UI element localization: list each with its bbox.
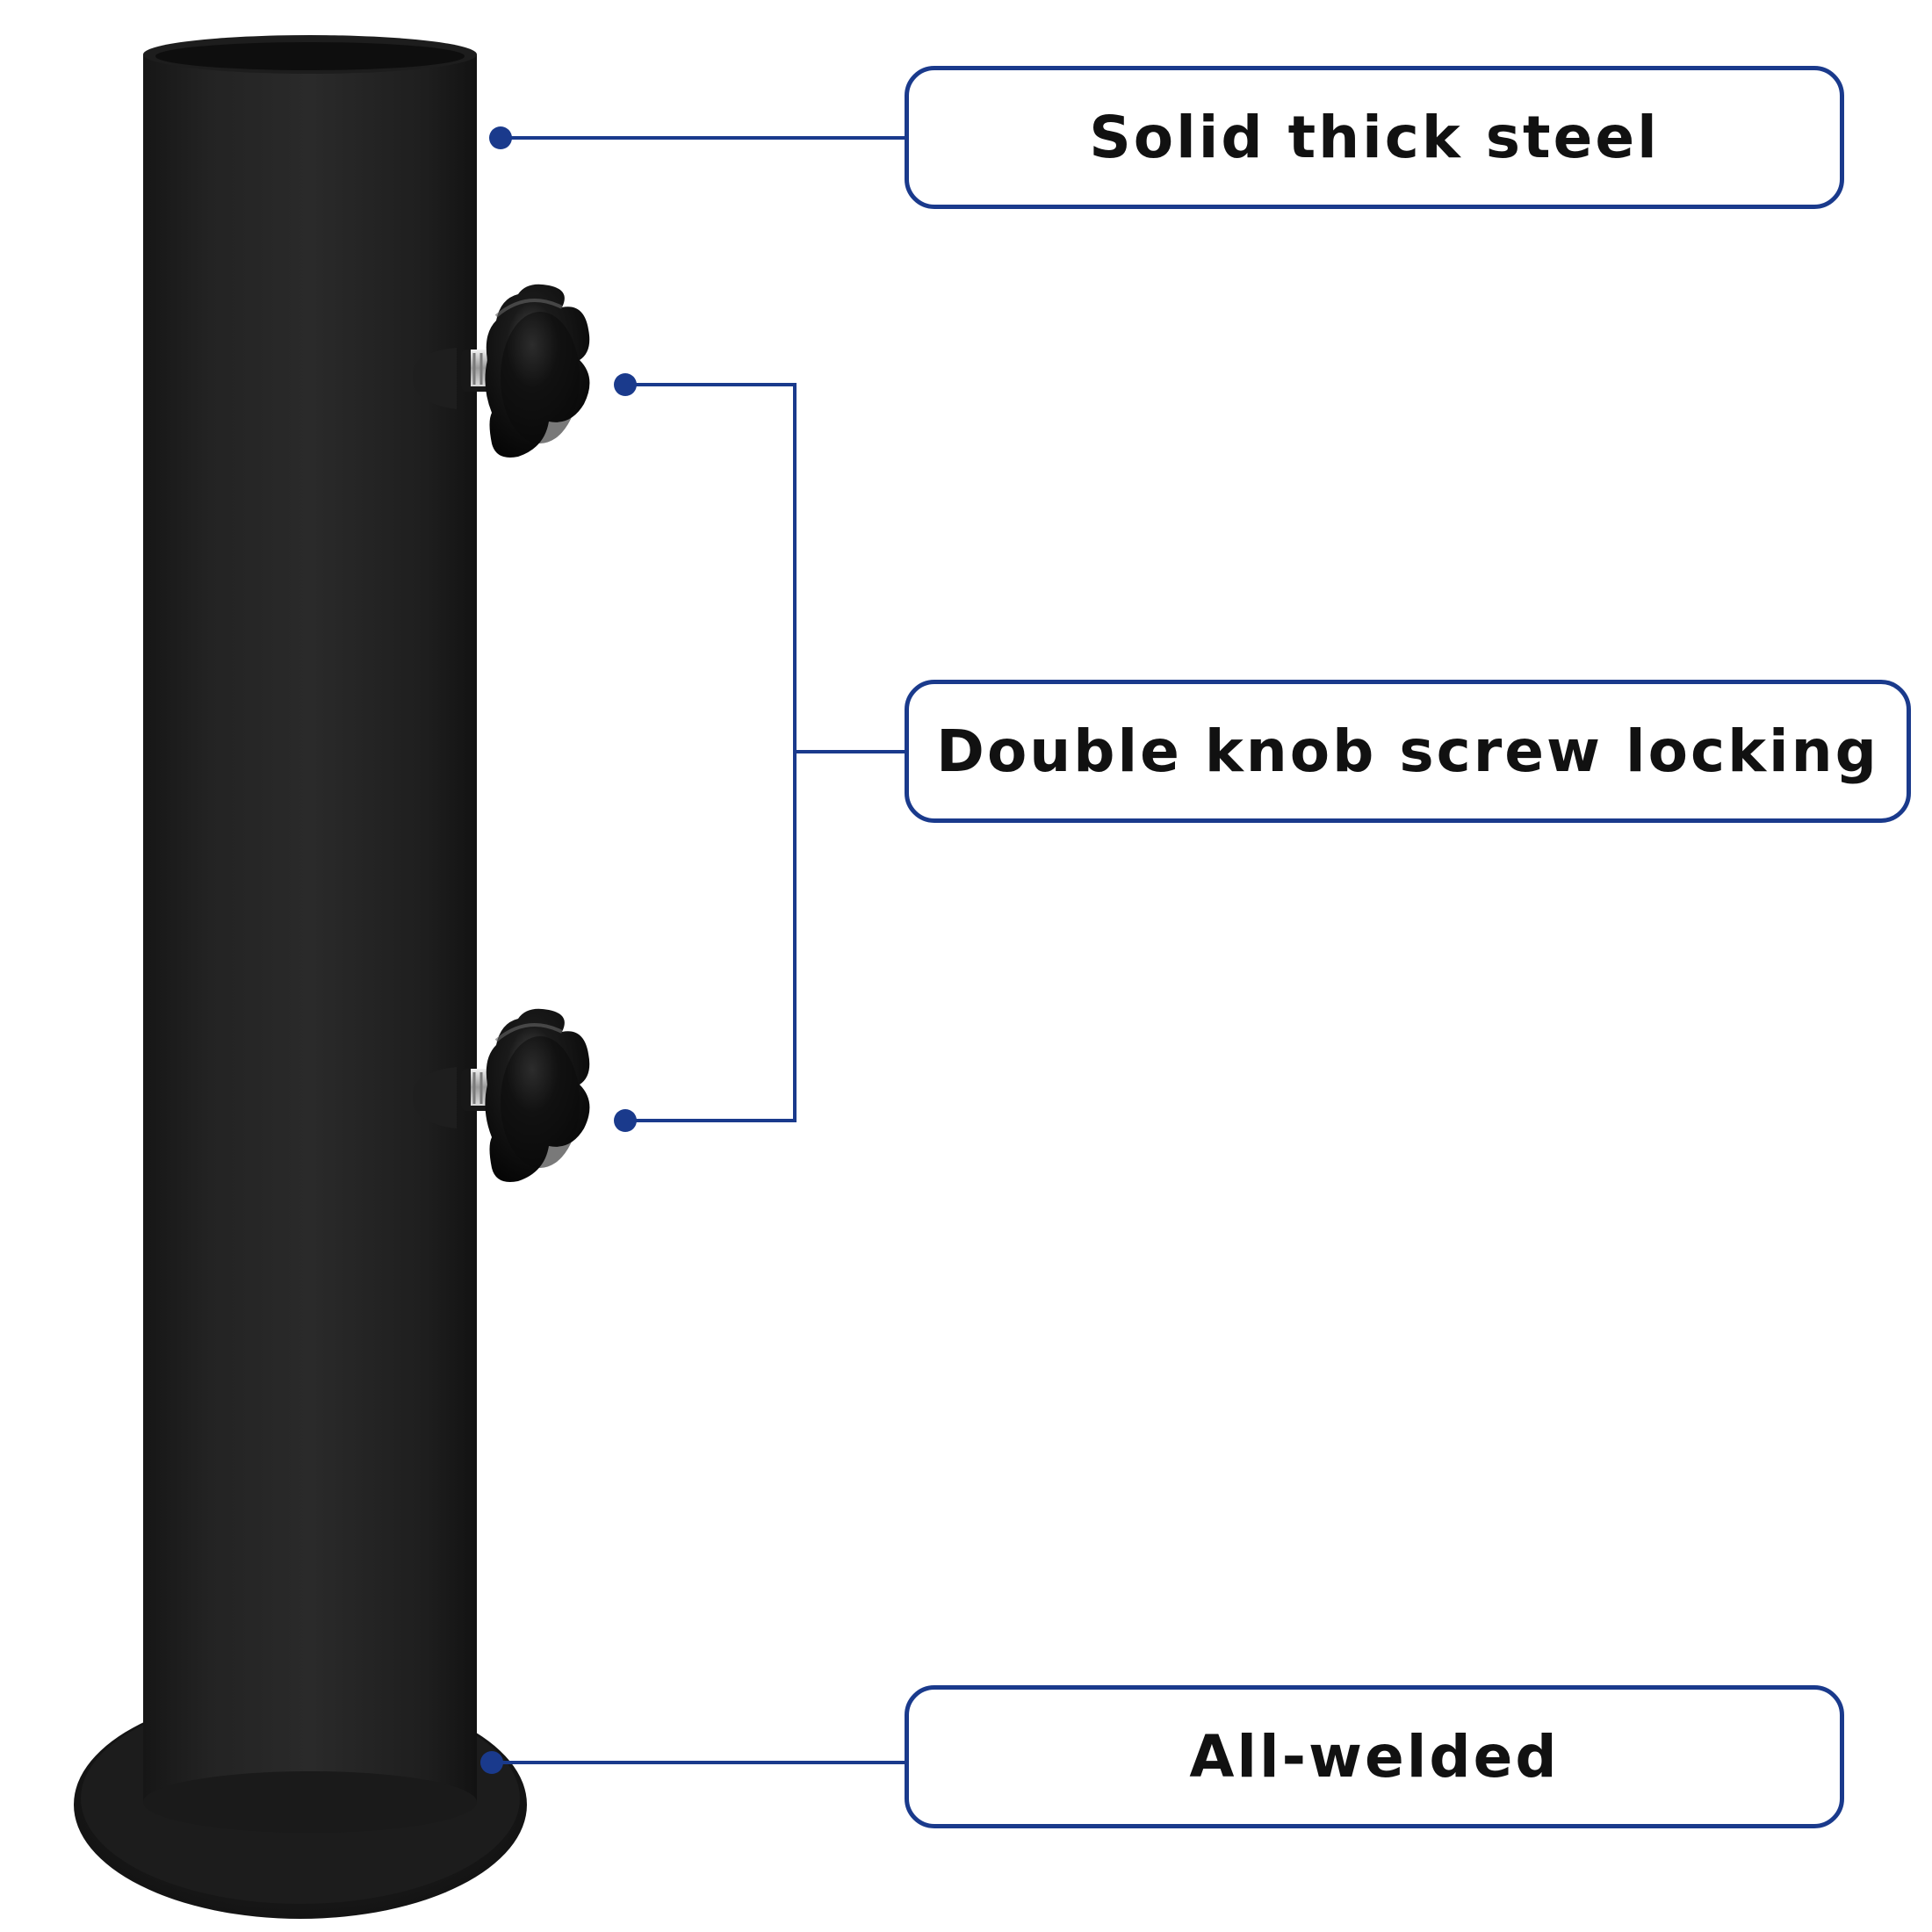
callout-label: All-welded	[1189, 1723, 1560, 1791]
callout-label: Double knob screw locking	[936, 717, 1879, 785]
callout-solid-thick-steel: Solid thick steel	[905, 66, 1844, 209]
knob-upper-dot	[614, 373, 637, 396]
lower-knob	[413, 1008, 590, 1182]
weld-dot	[480, 1751, 503, 1774]
steel-dot	[489, 126, 512, 149]
connector-dots	[480, 126, 637, 1774]
upper-knob	[413, 284, 590, 458]
knob-lower-dot	[614, 1109, 637, 1132]
steel-tube	[143, 35, 477, 1833]
callout-double-knob-locking: Double knob screw locking	[905, 680, 1911, 823]
connector-lines	[492, 136, 905, 1764]
knob-bracket-line	[625, 383, 797, 1122]
callout-label: Solid thick steel	[1089, 104, 1660, 171]
callout-all-welded: All-welded	[905, 1685, 1844, 1828]
